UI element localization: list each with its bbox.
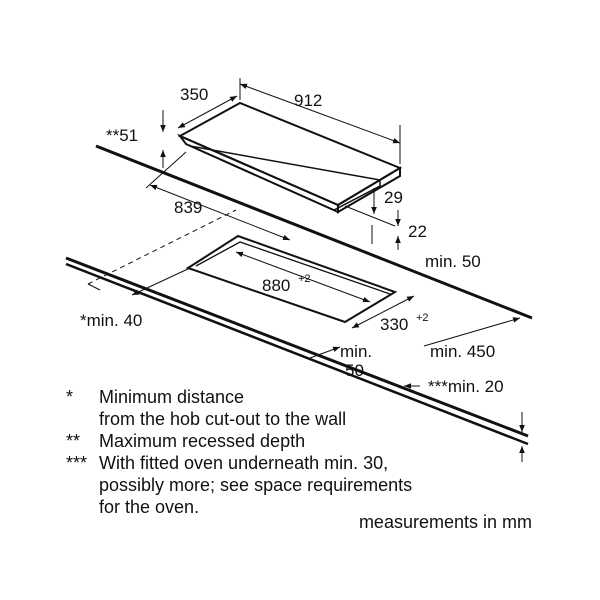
worktop-front-edge-bottom xyxy=(65,262,529,446)
footnote-text: from the hob cut-out to the wall xyxy=(99,409,347,429)
footnote-row: from the hob cut-out to the wall xyxy=(66,408,536,430)
ext-line-29 xyxy=(344,205,396,227)
label-min-50-front-line2: 50 xyxy=(345,361,364,380)
label-51: **51 xyxy=(106,126,138,145)
footnote-row: * Minimum distance xyxy=(66,386,536,408)
footnote-mark: *** xyxy=(66,453,88,473)
cutout xyxy=(185,234,398,324)
dim-line-880 xyxy=(235,251,371,303)
label-min-40: *min. 40 xyxy=(80,311,142,330)
footnote-mark xyxy=(66,474,99,496)
footnote-text: With fitted oven underneath min. 30, xyxy=(99,453,389,473)
label-912: 912 xyxy=(294,91,322,110)
dim-line-912 xyxy=(239,83,401,144)
footnote-mark: * xyxy=(66,387,74,407)
footnotes: * Minimum distance from the hob cut-out … xyxy=(66,386,536,518)
label-839: 839 xyxy=(174,198,202,217)
hob xyxy=(176,101,403,214)
label-min-50-back: min. 50 xyxy=(425,252,481,271)
dim-arrow-40 xyxy=(87,283,101,291)
footnote-row: for the oven. xyxy=(66,496,536,518)
footnote-mark xyxy=(66,408,99,430)
label-330-tolerance: +2 xyxy=(416,312,429,324)
label-880-tolerance: +2 xyxy=(298,273,311,285)
footnote-mark: ** xyxy=(66,431,81,451)
dimension-lines xyxy=(87,78,525,462)
label-350: 350 xyxy=(180,85,208,104)
label-min-450: min. 450 xyxy=(430,342,495,361)
footnote-text: possibly more; see space requirements xyxy=(99,475,413,495)
dim-line-330 xyxy=(351,295,415,329)
dim-arrow-450 xyxy=(423,317,521,347)
ext-line-839 xyxy=(145,151,187,189)
footnote-text: Maximum recessed depth xyxy=(99,431,306,451)
units-label: measurements in mm xyxy=(358,512,532,532)
label-29: 29 xyxy=(384,188,403,207)
footnote-row: possibly more; see space requirements xyxy=(66,474,536,496)
projection-line xyxy=(87,209,237,285)
footnote-text: for the oven. xyxy=(99,497,200,517)
hob-underside xyxy=(189,145,381,211)
label-min-50-front-line1: min. xyxy=(340,342,372,361)
worktop-back-edge xyxy=(95,144,533,320)
label-min-20: ***min. 20 xyxy=(428,377,504,396)
ext-line-40 xyxy=(131,267,191,296)
footnote-row: *** With fitted oven underneath min. 30, xyxy=(66,452,536,474)
label-880: 880 xyxy=(262,276,290,295)
worktop-front-edge-top xyxy=(65,256,529,438)
dim-arrow-50-front xyxy=(309,346,341,359)
cutout-outline xyxy=(185,234,398,324)
label-22: 22 xyxy=(408,222,427,241)
label-330: 330 xyxy=(380,315,408,334)
dim-line-350 xyxy=(177,95,238,129)
footnote-text: Minimum distance xyxy=(99,387,245,407)
dim-line-839 xyxy=(149,184,291,241)
footnote-row: ** Maximum recessed depth xyxy=(66,430,536,452)
worktop xyxy=(65,144,533,446)
footnote-mark xyxy=(66,496,99,518)
